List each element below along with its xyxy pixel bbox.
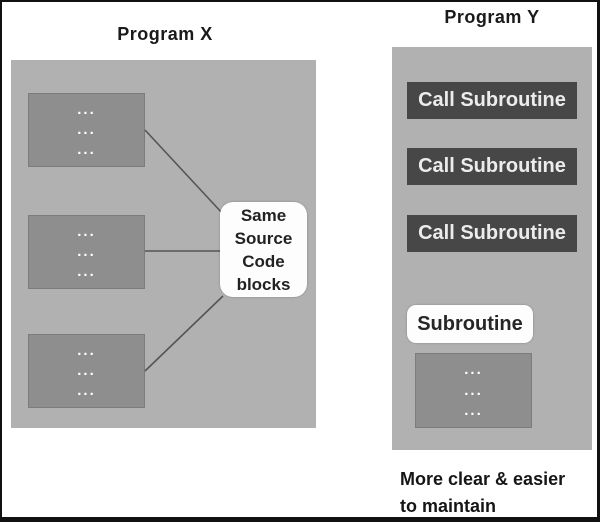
code-dots: ... bbox=[464, 381, 483, 399]
callout-line: blocks bbox=[236, 274, 291, 294]
code-block-2: ... ... ... bbox=[28, 215, 145, 289]
code-dots: ... bbox=[77, 382, 96, 399]
program-y-title: Program Y bbox=[444, 7, 540, 27]
code-dots: ... bbox=[464, 401, 483, 419]
code-dots: ... bbox=[77, 141, 96, 158]
subroutine-box: Subroutine bbox=[407, 305, 533, 343]
callout-line: Code bbox=[242, 251, 285, 271]
same-source-code-callout: Same Source Code blocks bbox=[220, 202, 307, 297]
subroutine-code-block: ... ... ... bbox=[415, 353, 532, 428]
call-subroutine-box-1: Call Subroutine bbox=[407, 82, 577, 119]
call-subroutine-box-2: Call Subroutine bbox=[407, 148, 577, 185]
caption-line-1: More clear & easier bbox=[400, 469, 566, 489]
code-block-3: ... ... ... bbox=[28, 334, 145, 408]
caption-line-2: to maintain bbox=[400, 496, 497, 516]
code-dots: ... bbox=[77, 223, 96, 240]
code-dots: ... bbox=[77, 342, 96, 359]
callout-line: Same bbox=[240, 205, 287, 225]
call-subroutine-box-3: Call Subroutine bbox=[407, 215, 577, 252]
program-y-panel: Call Subroutine Call Subroutine Call Sub… bbox=[392, 47, 592, 450]
callout-line: Source bbox=[234, 228, 293, 248]
code-dots: ... bbox=[77, 121, 96, 138]
code-block-1: ... ... ... bbox=[28, 93, 145, 167]
code-dots: ... bbox=[77, 362, 96, 379]
code-dots: ... bbox=[464, 361, 483, 379]
code-dots: ... bbox=[77, 263, 96, 280]
program-x-title: Program X bbox=[117, 24, 213, 44]
code-dots: ... bbox=[77, 101, 96, 118]
code-dots: ... bbox=[77, 243, 96, 260]
program-y-caption: More clear & easier to maintain bbox=[400, 466, 595, 517]
